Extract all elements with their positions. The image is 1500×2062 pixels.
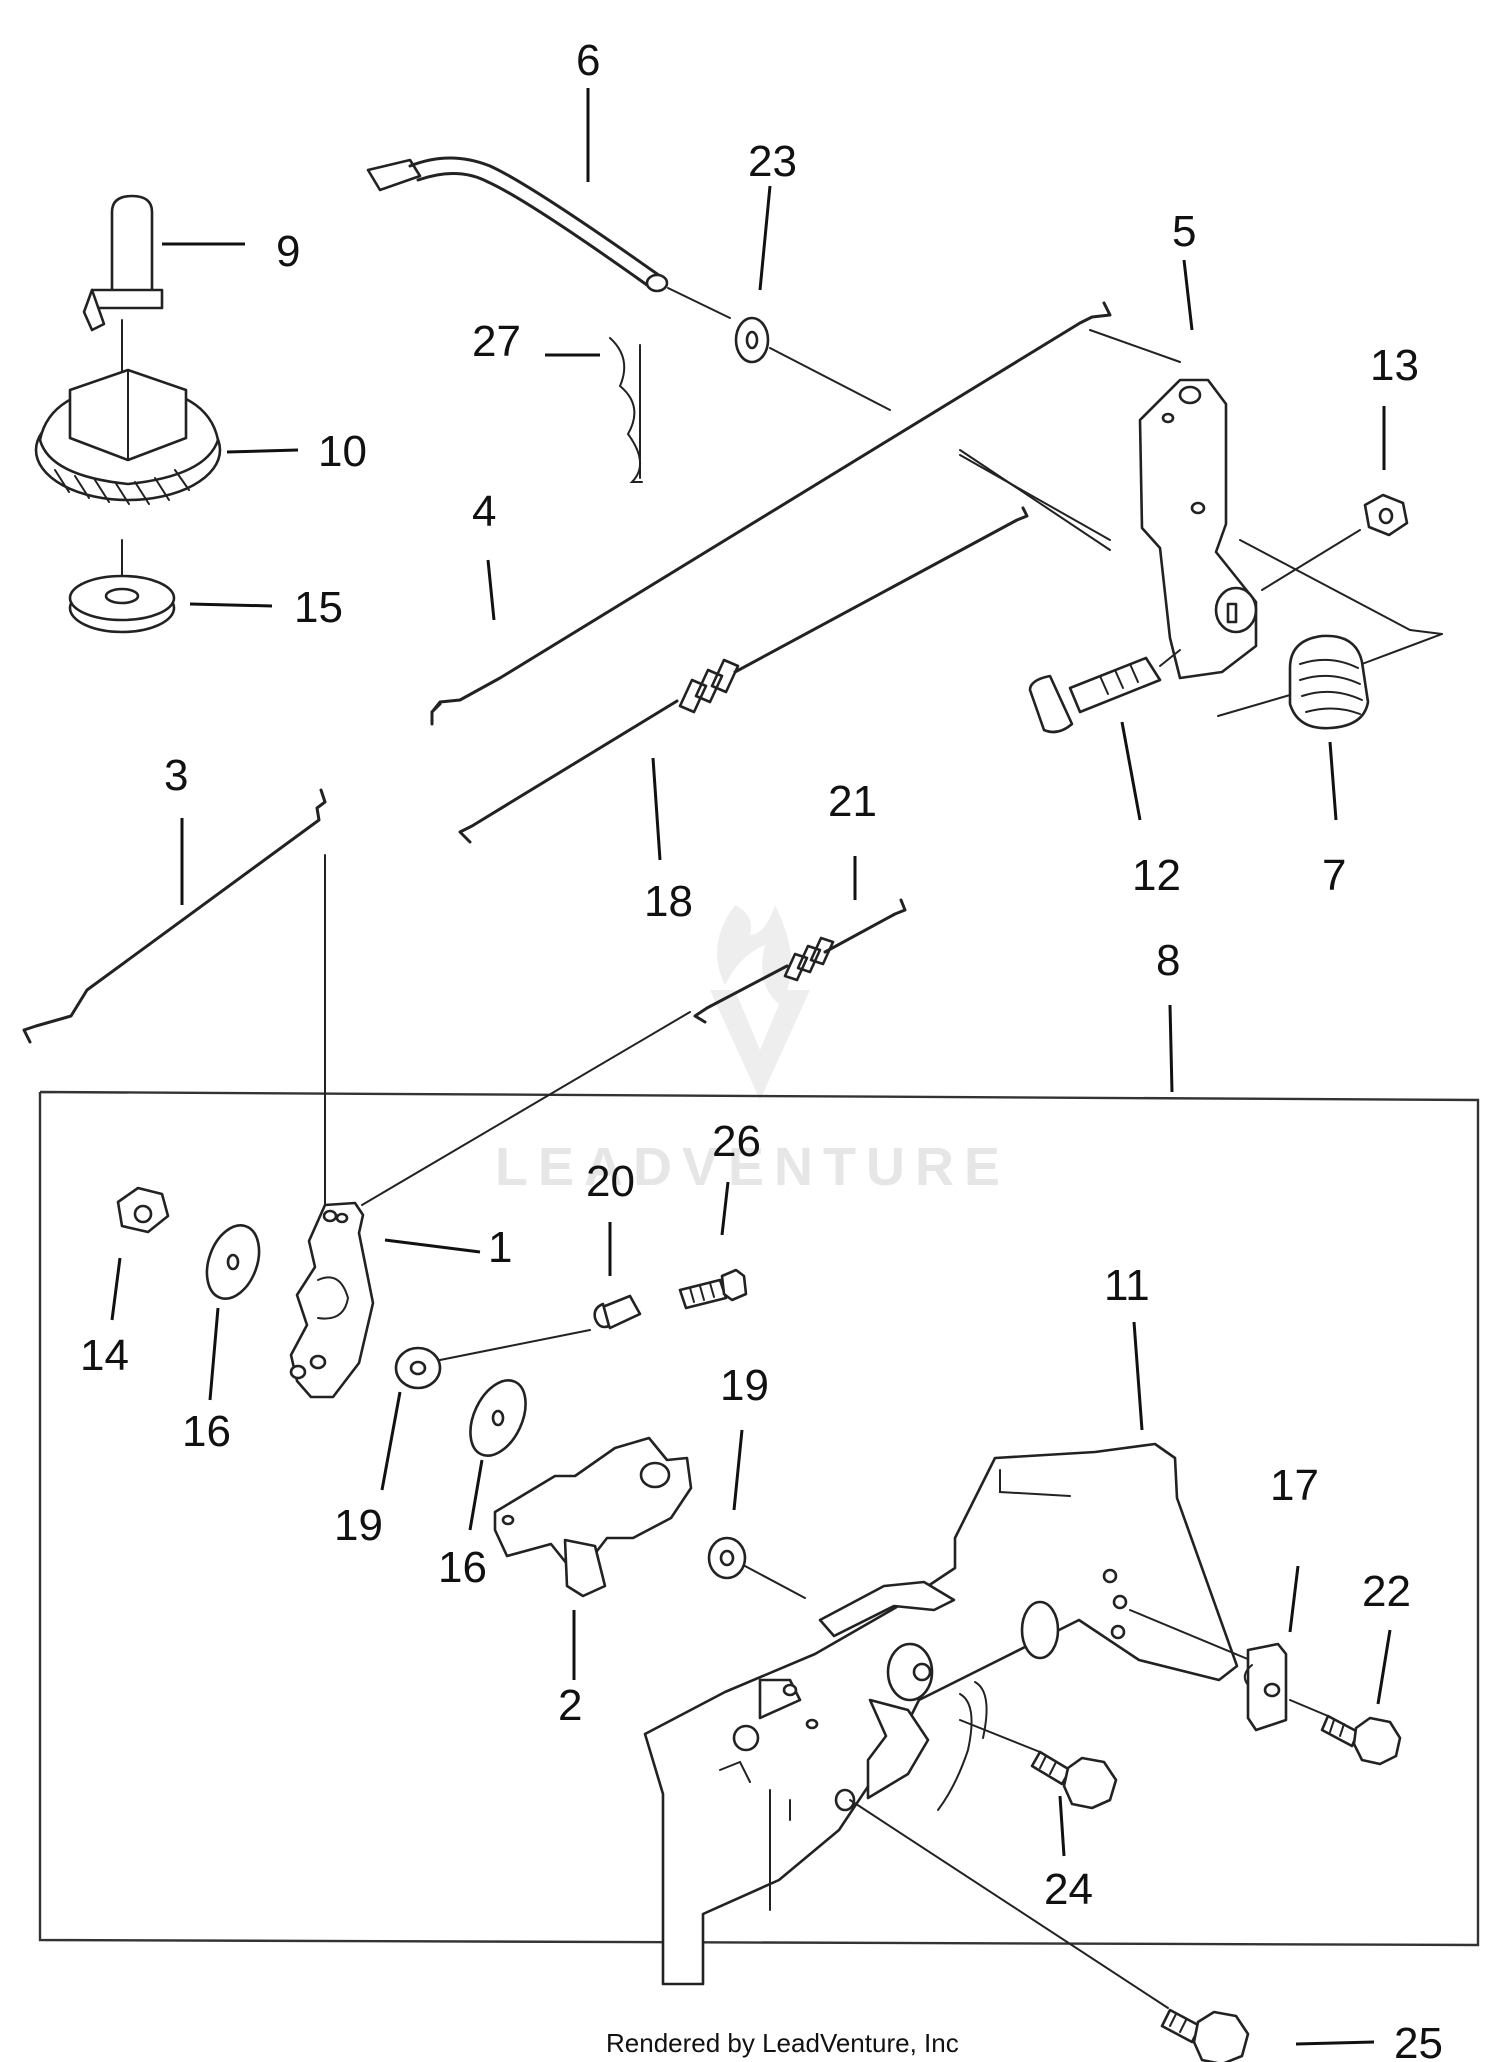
callout-16a: 16 bbox=[182, 1407, 231, 1456]
callout-14: 14 bbox=[80, 1331, 129, 1380]
callout-20: 20 bbox=[586, 1157, 635, 1206]
callout-2: 2 bbox=[558, 1681, 582, 1730]
part-14-nut bbox=[116, 1186, 170, 1234]
part-19b-washer bbox=[707, 1536, 806, 1599]
part-1-choke-lever bbox=[289, 1201, 375, 1399]
part-12-pivot-bolt bbox=[1028, 649, 1181, 734]
callout-7: 7 bbox=[1322, 851, 1346, 900]
part-15-washer bbox=[68, 539, 176, 634]
part-9-governor-cup bbox=[82, 194, 164, 332]
part-3-choke-rod bbox=[22, 788, 327, 1211]
part-6-lever-rod bbox=[366, 156, 731, 319]
callout-26: 26 bbox=[712, 1117, 761, 1166]
part-24-bolt bbox=[959, 1719, 1118, 1810]
callout-10: 10 bbox=[318, 427, 367, 476]
part-4-throttle-rod bbox=[430, 301, 1181, 726]
callout-6: 6 bbox=[576, 36, 600, 85]
callout-5: 5 bbox=[1172, 207, 1196, 256]
callout-19a: 19 bbox=[334, 1501, 383, 1550]
callout-25: 25 bbox=[1394, 2019, 1443, 2062]
callout-11: 11 bbox=[1104, 1261, 1150, 1310]
callout-labels: 6 23 5 13 9 10 15 27 4 12 7 18 21 3 8 1 … bbox=[80, 36, 1443, 2062]
part-20-bushing bbox=[593, 1294, 642, 1330]
part-21-spring bbox=[361, 898, 907, 1206]
footer-credit: Rendered by LeadVenture, Inc bbox=[606, 2028, 959, 2058]
callout-16b: 16 bbox=[438, 1543, 487, 1592]
flame-logo-icon bbox=[717, 905, 792, 1005]
callout-19b: 19 bbox=[720, 1361, 769, 1410]
part-5-bracket bbox=[959, 378, 1443, 680]
callout-17: 17 bbox=[1270, 1461, 1319, 1510]
v-logo-icon bbox=[710, 990, 810, 1100]
callout-12: 12 bbox=[1132, 851, 1181, 900]
watermark-text: LEADVENTURE bbox=[495, 1137, 1010, 1197]
callout-21: 21 bbox=[828, 777, 877, 826]
part-11-control-bracket bbox=[643, 1442, 1251, 1986]
callout-8: 8 bbox=[1156, 936, 1180, 985]
callout-9: 9 bbox=[276, 227, 300, 276]
callout-23: 23 bbox=[748, 137, 797, 186]
leader-lines bbox=[110, 88, 1392, 2046]
part-18-spring-rod bbox=[458, 449, 1111, 844]
part-17-clip bbox=[1243, 1642, 1288, 1732]
callout-22: 22 bbox=[1362, 1567, 1411, 1616]
part-27-gasket bbox=[609, 337, 643, 483]
part-23-washer bbox=[734, 316, 891, 411]
callout-4: 4 bbox=[472, 487, 496, 536]
callout-1: 1 bbox=[488, 1223, 512, 1272]
part-19a-washer bbox=[394, 1329, 591, 1390]
callout-3: 3 bbox=[164, 751, 188, 800]
part-22-bolt bbox=[1289, 1699, 1402, 1766]
part-10-governor-gear bbox=[34, 319, 222, 505]
part-25-bolt bbox=[849, 1799, 1250, 2062]
callout-13: 13 bbox=[1370, 341, 1419, 390]
callout-18: 18 bbox=[644, 877, 693, 926]
watermark: LEADVENTURE bbox=[495, 905, 1010, 1197]
assembly-frame bbox=[38, 1090, 1480, 1947]
part-16a-washer bbox=[205, 1224, 261, 1300]
part-7-spring bbox=[1217, 633, 1443, 730]
part-26-screw bbox=[678, 1268, 748, 1310]
callout-24: 24 bbox=[1044, 1865, 1093, 1914]
callout-15: 15 bbox=[294, 583, 343, 632]
part-2-throttle-lever bbox=[493, 1436, 693, 1598]
callout-27: 27 bbox=[472, 317, 521, 366]
part-16b-washer bbox=[469, 1379, 527, 1457]
part-13-nut bbox=[1261, 493, 1409, 591]
